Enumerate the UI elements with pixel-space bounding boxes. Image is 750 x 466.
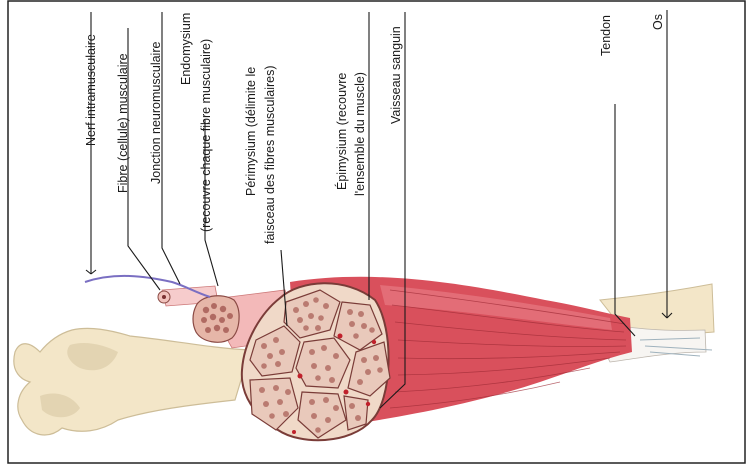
- label-endomysium-line1: Endomysium: [179, 13, 193, 85]
- bone-proximal: [14, 328, 250, 435]
- label-perimysium-line2: faisceau des fibres musculaires): [263, 65, 277, 244]
- label-fibre: Fibre (cellule) musculaire: [116, 53, 130, 193]
- label-epimysium-line1: Épimysium (recouvre: [334, 73, 349, 190]
- label-tendon: Tendon: [599, 15, 613, 56]
- label-vaisseau: Vaisseau sanguin: [389, 26, 403, 124]
- label-epimysium-line2: l'ensemble du muscle): [353, 72, 367, 196]
- label-nerf: Nerf intramusculaire: [84, 34, 98, 146]
- label-endomysium-line2: (recouvre chaque fibre musculaire): [199, 39, 213, 232]
- label-jonction: Jonction neuromusculaire: [149, 42, 163, 184]
- label-os: Os: [651, 14, 665, 30]
- small-fascicle: [193, 296, 239, 343]
- neuromuscular-junction-dot: [162, 295, 166, 299]
- label-perimysium-line1: Périmysium (délimite le: [244, 67, 258, 196]
